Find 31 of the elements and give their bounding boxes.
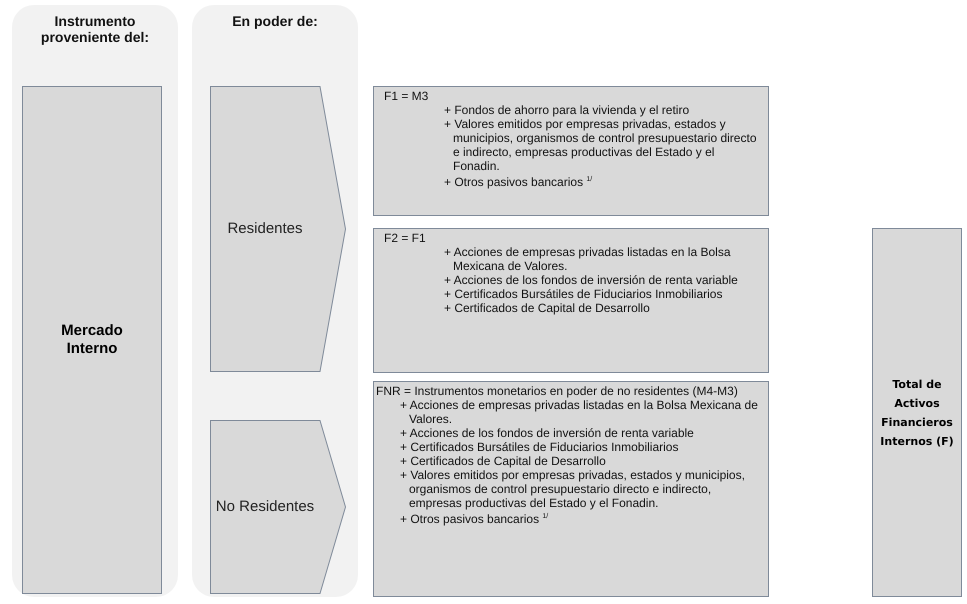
total-label: Total de Activos Financieros Internos (F) [879, 376, 955, 450]
formula-box [373, 228, 769, 373]
formula-term: + Otros pasivos bancarios $^{1/}$ [399, 511, 550, 526]
formula-term: + Certificados Bursátiles de Fiduciarios Inmobiliarios [443, 287, 724, 301]
formula-term: + Otros pasivos bancarios $^{1/}$ [443, 174, 594, 189]
formula-term: + Acciones de empresas privadas listadas en la Bolsa Mexicana de Valores. [399, 398, 759, 426]
formula-line: F1 = M3 [383, 89, 430, 103]
formula-term: + Acciones de los fondos de inversión de renta variable [443, 273, 739, 287]
formula-term: + Acciones de los fondos de inversión de renta variable [399, 426, 695, 440]
holder-chevron [210, 420, 346, 594]
formula-box [373, 86, 769, 216]
formula-line: F2 = F1 [383, 231, 427, 245]
formula-line: FNR = Instrumentos monetarios en poder de no residentes (M4-M3) [375, 384, 739, 398]
column-heading: Instrumento proveniente del: [40, 13, 150, 45]
formula-term: + Certificados de Capital de Desarrollo [443, 301, 651, 315]
formula-term: + Fondos de ahorro para la vivienda y el retiro [443, 103, 690, 117]
formula-term: + Certificados de Capital de Desarrollo [399, 454, 607, 468]
formula-term: + Certificados Bursátiles de Fiduciarios Inmobiliarios [399, 440, 680, 454]
formula-term: + Valores emitidos por empresas privadas, estados y municipios, organismos de control presupuestario directo e indirecto, empresas productivas del Estado y el Fonadin. [399, 468, 746, 510]
holder-label: Residentes [226, 220, 304, 238]
total-box [872, 228, 962, 597]
formula-term: + Valores emitidos por empresas privadas, estados y municipios, organismos de control presupuestario directo e indirecto, empresas productivas del Estado y el Fonadin. [443, 117, 758, 173]
formula-term: + Acciones de empresas privadas listadas en la Bolsa Mexicana de Valores. [443, 245, 732, 273]
column-panel [192, 5, 358, 597]
source-label: Mercado Interno [60, 322, 124, 358]
source-box [22, 86, 162, 594]
column-heading: En poder de: [231, 13, 319, 29]
formula-box [373, 381, 769, 597]
holder-label: No Residentes [214, 498, 316, 516]
holder-chevron [210, 86, 346, 372]
column-panel [12, 5, 178, 597]
